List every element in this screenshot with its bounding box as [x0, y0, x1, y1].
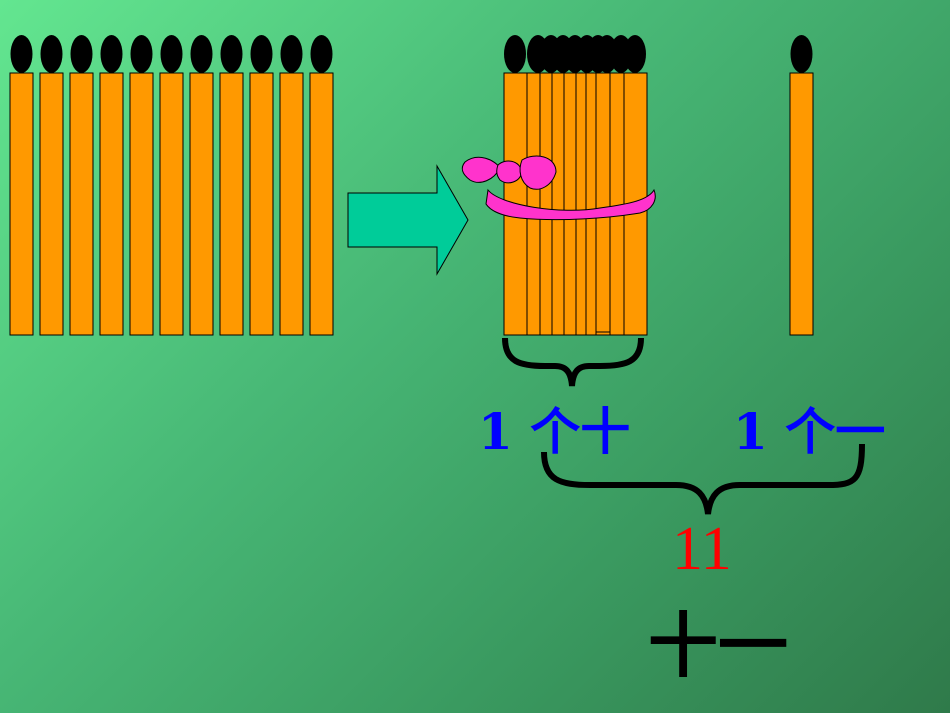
single-stick: [789, 35, 814, 336]
matchstick: [623, 35, 648, 336]
bundle-of-ten: [503, 35, 648, 336]
curly-brace-icon: [502, 337, 644, 387]
ones-label: 1 个一: [733, 402, 886, 461]
curly-brace-icon: [541, 443, 865, 515]
loose-sticks-group: [9, 35, 334, 336]
stick-outline: [595, 69, 611, 333]
tens-label: 1 个十: [478, 402, 631, 461]
matchstick: [279, 35, 304, 336]
matchstick: [219, 35, 244, 336]
matchstick: [9, 35, 34, 336]
matchstick: [309, 35, 334, 336]
matchstick: [99, 35, 124, 336]
ribbon-bow-icon: [461, 155, 656, 221]
matchstick: [39, 35, 64, 336]
matchstick: [503, 35, 528, 336]
matchstick: [69, 35, 94, 336]
matchstick: [249, 35, 274, 336]
number-value: 11: [672, 515, 732, 583]
matchstick: [189, 35, 214, 336]
matchstick: [159, 35, 184, 336]
number-word: 十一: [648, 604, 788, 687]
right-arrow-icon: [347, 164, 469, 276]
matchstick: [129, 35, 154, 336]
